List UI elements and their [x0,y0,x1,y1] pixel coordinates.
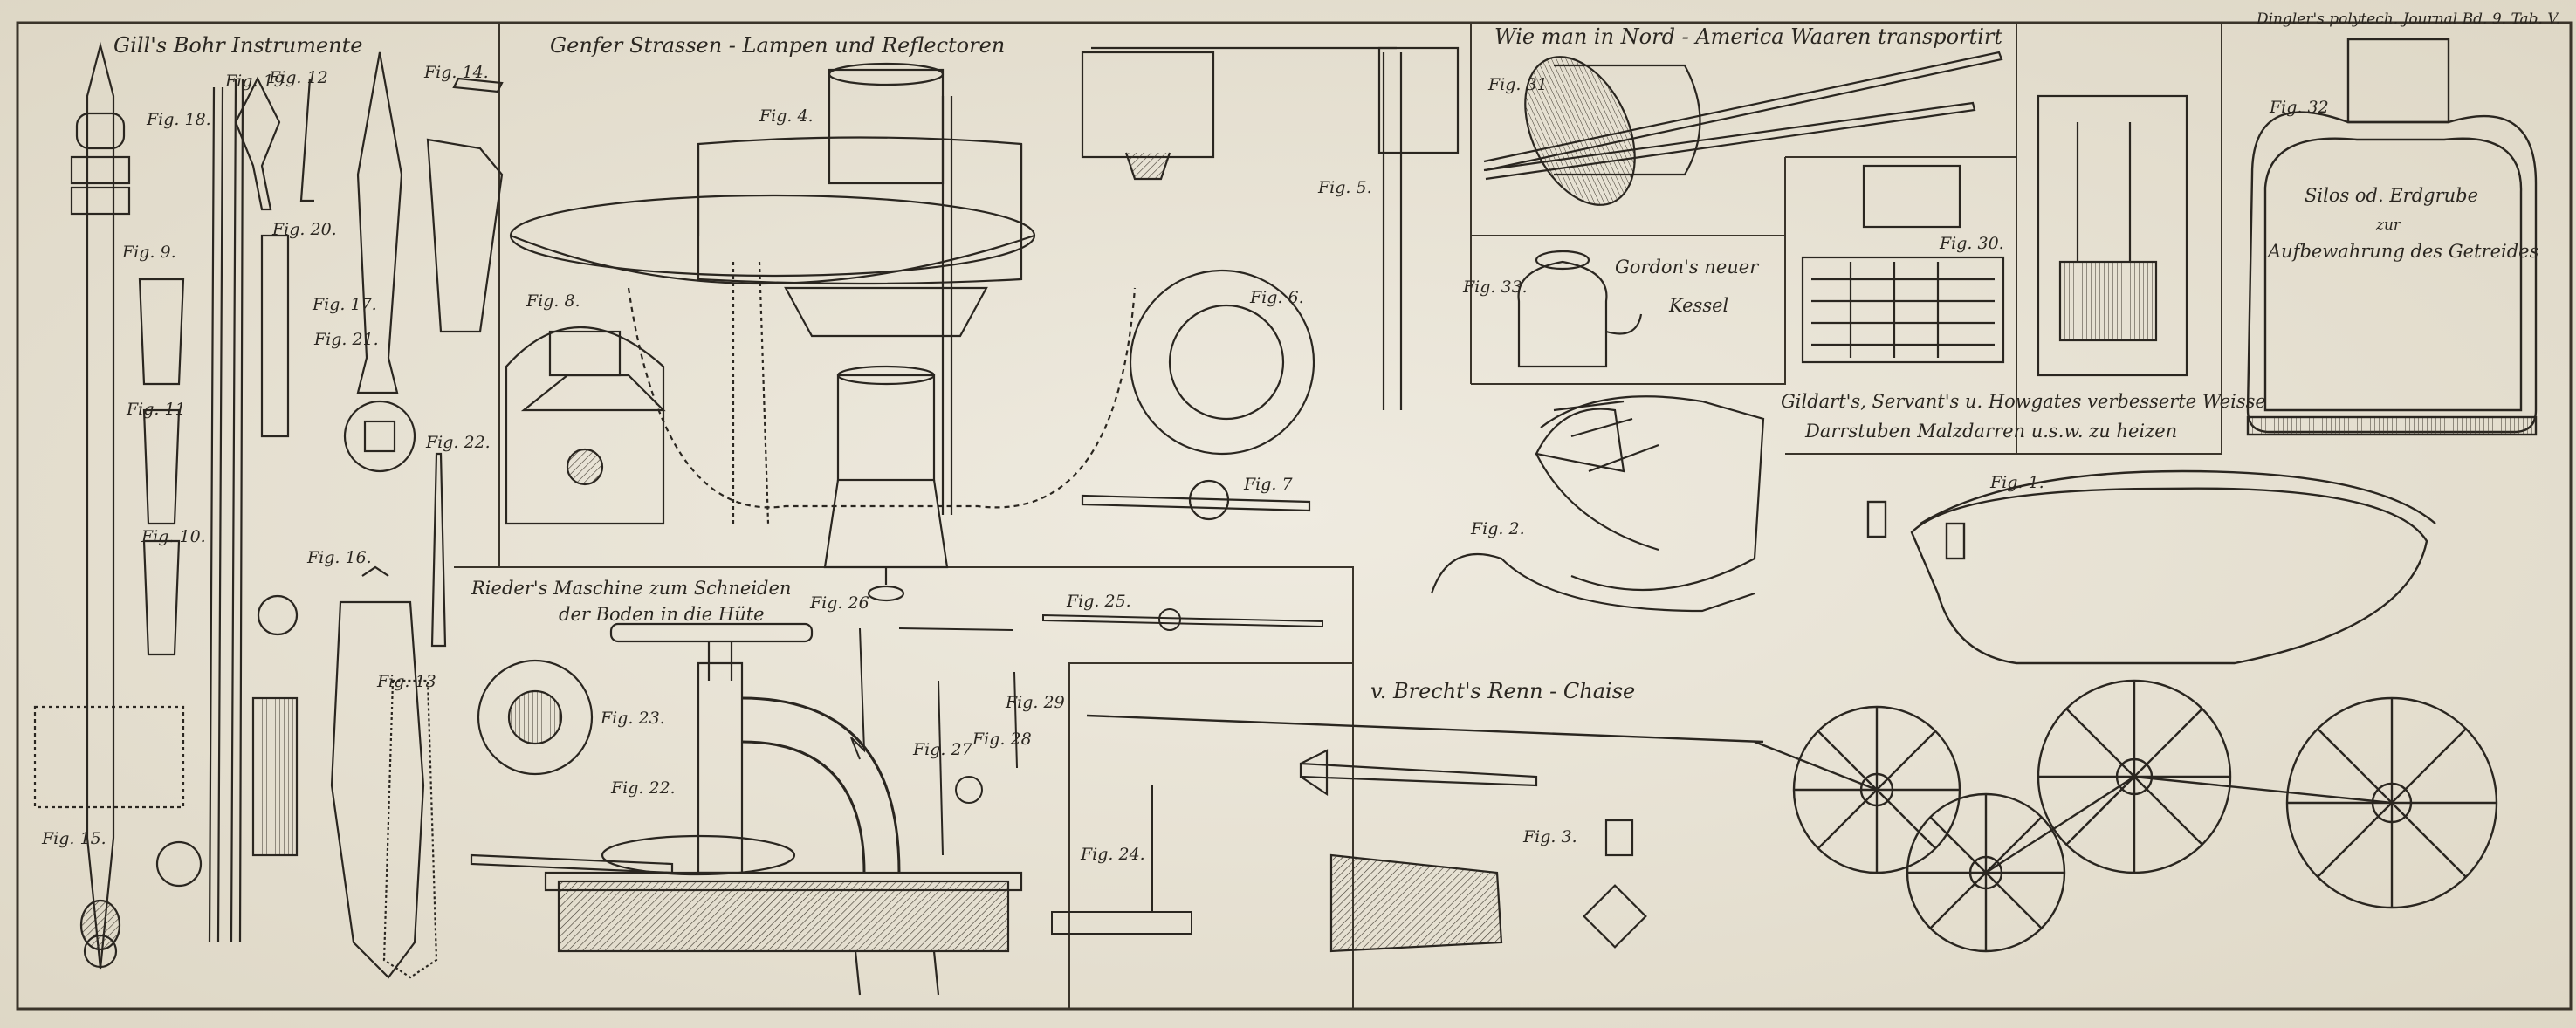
fig-label-11: Fig. 11 [127,400,186,419]
fig-label-18: Fig. 18. [147,110,211,129]
fig-label-29: Fig. 29 [1006,693,1065,712]
fig-label-22-tool: Fig. 22. [426,433,491,452]
silo-drawing [2246,38,2538,436]
caption-renn-chaise: v. Brecht's Renn - Chaise [1370,679,1636,703]
caption-waaren-transport: Wie man in Nord - America Waaren transpo… [1494,24,2003,49]
plate-header: Dingler's polytech. Journal Bd. 9. Tab. … [2256,10,2560,28]
caption-kessel-line-2: Kessel [1669,295,1729,316]
barrel-cart-drawing [1483,51,2003,206]
fig-label-30: Fig. 30. [1940,234,2004,253]
rieder-machine-drawing [470,622,1023,996]
fig-label-16: Fig. 16. [307,548,372,567]
caption-kessel-line-1: Gordon's neuer [1615,257,1759,278]
fig-label-21: Fig. 21. [314,330,379,349]
fig-label-8: Fig. 8. [526,291,580,311]
caption-rieder-maschine-line-2: der Boden in die Hüte [559,604,765,625]
fig-label-6: Fig. 6. [1250,288,1304,307]
fig-label-14: Fig. 14. [424,63,489,82]
fig-label-15: Fig. 15. [42,829,106,848]
small-tools-drawing [850,608,1323,935]
fig-label-9: Fig. 9. [122,243,176,262]
fig-label-13: Fig. 13 [377,672,436,691]
fig-label-20: Fig. 20. [272,220,337,239]
fig-label-3: Fig. 3. [1523,827,1577,846]
fig-label-25: Fig. 25. [1067,592,1131,611]
fig-label-22-machine: Fig. 22. [611,778,676,798]
caption-silos-line-3: Aufbewahrung des Getreides [2268,241,2539,262]
fig-label-5: Fig. 5. [1318,178,1372,197]
fig-label-2: Fig. 2. [1471,519,1525,538]
fig-label-17: Fig. 17. [313,295,377,314]
caption-strassen-lampen: Genfer Strassen - Lampen und Reflectoren [550,33,1006,58]
racing-chaise-drawing [1086,469,2498,953]
chaise-top-drawing [1430,395,1765,613]
caption-silos-line-2: zur [2376,216,2401,234]
fig-label-7: Fig. 7 [1244,475,1293,494]
fig-label-31: Fig. 31 [1488,75,1548,94]
fig-label-27: Fig. 27 [913,740,972,759]
fig-label-23: Fig. 23. [601,709,665,728]
caption-bohr-instrumente: Gill's Bohr Instrumente [113,33,363,58]
fig-label-32: Fig. 32 [2270,98,2329,117]
caption-silos-line-1: Silos od. Erdgrube [2305,185,2479,206]
fig-label-12: Fig. 12 [269,68,328,87]
fig-label-19: Fig. 19 [225,72,285,91]
street-lamp-drawing [505,46,1460,602]
plate-border [16,21,2573,1011]
caption-malzdarren-line-1: Gildart's, Servant's u. Howgates verbess… [1781,391,2266,412]
wheel-hub-drawing [1299,749,1647,953]
fig-label-33: Fig. 33. [1463,278,1528,297]
fig-label-28: Fig. 28 [972,730,1032,749]
caption-malzdarren-line-2: Darrstuben Malzdarren u.s.w. zu heizen [1805,421,2178,442]
fig-label-26: Fig. 26 [810,593,869,613]
fig-label-10: Fig. 10. [141,527,206,546]
malt-kiln-drawing [1801,94,2188,377]
kettle-drawing [1517,250,1643,368]
fig-label-24: Fig. 24. [1081,845,1145,864]
fig-label-1: Fig. 1. [1990,473,2044,492]
boring-instruments-drawing [33,41,504,979]
fig-label-4: Fig. 4. [759,106,814,126]
caption-rieder-maschine-line-1: Rieder's Maschine zum Schneiden [471,578,792,599]
